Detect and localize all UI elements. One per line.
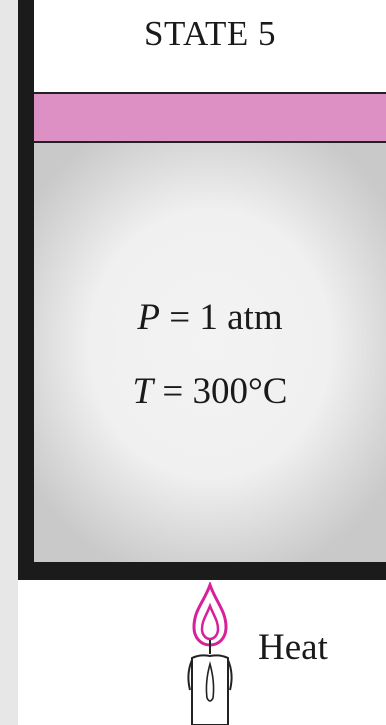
- temperature-value: 300°C: [192, 371, 288, 412]
- cylinder-wall-bottom: [18, 562, 386, 580]
- pressure-equals: =: [160, 297, 200, 338]
- state-title: STATE 5: [144, 14, 276, 53]
- gas-chamber: [34, 143, 386, 562]
- temperature-equals: =: [153, 371, 193, 412]
- cylinder-top-area: [34, 0, 386, 92]
- pressure-label: P = 1 atm: [34, 296, 386, 339]
- pressure-value: 1 atm: [199, 297, 283, 338]
- temperature-symbol: T: [132, 371, 154, 412]
- piston: [34, 92, 386, 143]
- temperature-label: T = 300°C: [34, 370, 386, 413]
- heat-label: Heat: [258, 627, 328, 668]
- pressure-symbol: P: [137, 297, 160, 338]
- candle-flame-icon: [187, 582, 233, 725]
- cylinder-wall-left: [18, 0, 34, 580]
